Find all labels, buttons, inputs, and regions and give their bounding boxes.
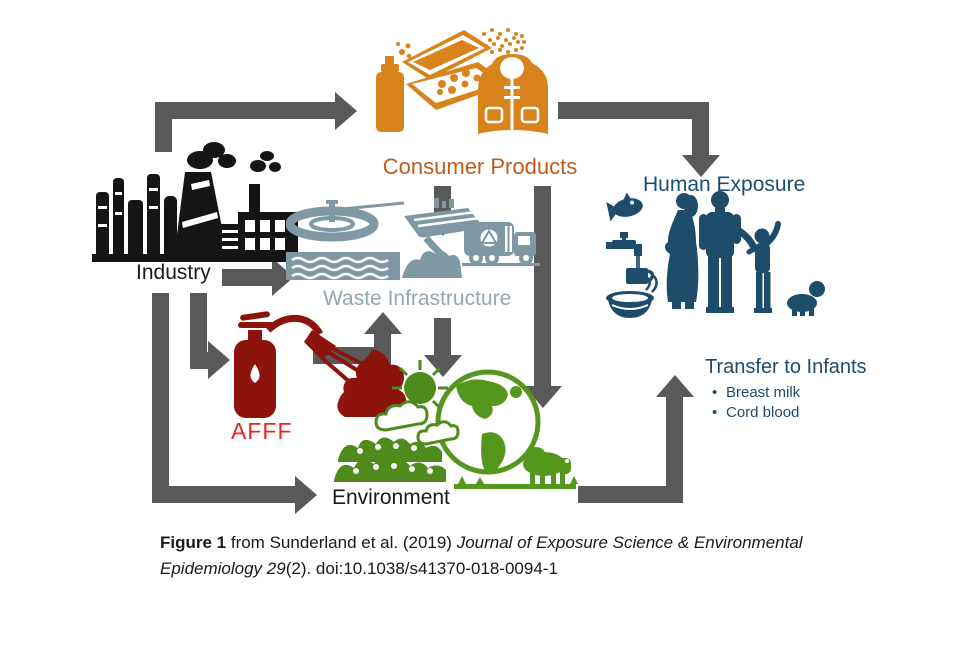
bullet-cord-blood-text: Cord blood xyxy=(726,404,800,421)
consumer-products-label: Consumer Products xyxy=(382,154,578,179)
caption-journal: Journal of Exposure Science & Environmen… xyxy=(160,533,803,578)
human-exposure-label: Human Exposure xyxy=(643,173,806,196)
arrow-consumer-products-to-human-exposure-head xyxy=(682,155,720,177)
arrow-industry-to-environment-seg-v xyxy=(152,293,169,503)
environment-icon xyxy=(330,356,582,496)
industry-label: Industry xyxy=(136,261,211,284)
afff-label: AFFF xyxy=(231,418,293,444)
arrow-waste-to-environment-head xyxy=(424,355,462,377)
caption-doi: (2). doi:10.1038/s41370-018-0094-1 xyxy=(285,559,558,578)
transfer-to-infants-bullets: • Breast milk • Cord blood xyxy=(712,383,800,423)
bullet-dot: • xyxy=(712,404,718,421)
factory-icon xyxy=(88,140,303,268)
arrow-industry-to-waste-seg xyxy=(222,269,274,286)
caption-authors: from Sunderland et al. (2019) xyxy=(226,533,457,552)
arrow-industry-to-consumer-products-seg-h xyxy=(155,102,337,119)
figure-caption: Figure 1 from Sunderland et al. (2019) J… xyxy=(160,530,820,582)
transfer-to-infants-label: Transfer to Infants xyxy=(705,356,867,378)
arrow-industry-to-consumer-products-head xyxy=(335,92,357,130)
arrow-afff-to-waste-head xyxy=(364,312,402,334)
arrow-environment-to-infants-seg-v xyxy=(666,395,683,503)
exposure-pathway-icons xyxy=(602,192,662,322)
arrow-industry-to-afff-seg-v xyxy=(190,293,207,369)
arrow-waste-to-environment-seg xyxy=(434,318,451,356)
arrow-industry-to-environment-head xyxy=(295,476,317,514)
waste-infrastructure-label: Waste Infrastructure xyxy=(323,287,512,310)
arrow-industry-to-environment-seg-h xyxy=(152,486,297,503)
arrow-consumer-products-to-environment-seg xyxy=(534,186,551,386)
arrow-industry-to-afff-seg-h xyxy=(190,352,212,369)
arrow-consumer-products-to-human-exposure-seg-h xyxy=(558,102,704,119)
arrow-environment-to-infants-head xyxy=(656,375,694,397)
environment-label: Environment xyxy=(332,486,450,509)
bullet-breast-milk: • Breast milk xyxy=(712,383,800,403)
bullet-breast-milk-text: Breast milk xyxy=(726,384,801,401)
arrow-consumer-products-to-human-exposure-seg-v xyxy=(692,102,709,158)
bullet-cord-blood: • Cord blood xyxy=(712,403,800,423)
waste-infrastructure-icon xyxy=(286,198,542,286)
family-silhouette-icon xyxy=(654,190,830,326)
consumer-products-icon xyxy=(372,26,560,138)
arrow-environment-to-infants-seg-h xyxy=(578,486,676,503)
caption-figure-number: Figure 1 xyxy=(160,533,227,552)
bullet-dot: • xyxy=(712,384,718,401)
fire-extinguisher-icon xyxy=(224,300,420,425)
arrow-industry-to-afff-head xyxy=(208,341,230,379)
